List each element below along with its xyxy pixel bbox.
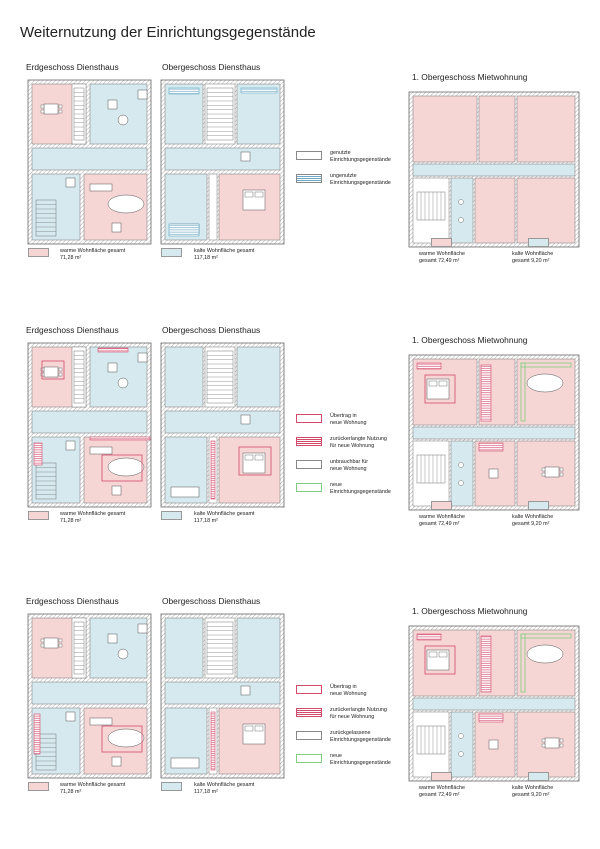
cold-area-swatch <box>161 511 182 520</box>
legend-swatch <box>296 483 322 492</box>
legend-swatch <box>296 414 322 423</box>
warm-area-swatch <box>28 782 49 791</box>
cold-area-swatch <box>161 248 182 257</box>
warm-area-swatch <box>28 511 49 520</box>
legend-swatch <box>296 437 322 446</box>
mietwohnung-title: 1. Obergeschoss Mietwohnung <box>412 606 528 616</box>
warm-area-swatch <box>28 248 49 257</box>
legend-swatch <box>296 151 322 160</box>
miet-cold-swatch <box>528 772 549 781</box>
erdgeschoss-title: Erdgeschoss Diensthaus <box>26 62 119 72</box>
legend-swatch <box>296 174 322 183</box>
miet-cold-swatch <box>528 238 549 247</box>
legend-swatch <box>296 731 322 740</box>
obergeschoss-title: Obergeschoss Diensthaus <box>162 325 261 335</box>
legend-swatch <box>296 708 322 717</box>
legend-swatch <box>296 460 322 469</box>
page-title: Weiternutzung der Einrichtungsgegenständ… <box>20 24 316 41</box>
obergeschoss-title: Obergeschoss Diensthaus <box>162 62 261 72</box>
section-1 <box>27 79 580 248</box>
obergeschoss-title: Obergeschoss Diensthaus <box>162 596 261 606</box>
mietwohnung-title: 1. Obergeschoss Mietwohnung <box>412 335 528 345</box>
miet-warm-swatch <box>431 501 452 510</box>
erdgeschoss-title: Erdgeschoss Diensthaus <box>26 325 119 335</box>
miet-warm-swatch <box>431 238 452 247</box>
cold-area-swatch <box>161 782 182 791</box>
mietwohnung-title: 1. Obergeschoss Mietwohnung <box>412 72 528 82</box>
legend-swatch <box>296 754 322 763</box>
erdgeschoss-title: Erdgeschoss Diensthaus <box>26 596 119 606</box>
section-3 <box>27 613 580 782</box>
miet-cold-swatch <box>528 501 549 510</box>
section-2 <box>27 342 580 511</box>
miet-warm-swatch <box>431 772 452 781</box>
legend-swatch <box>296 685 322 694</box>
